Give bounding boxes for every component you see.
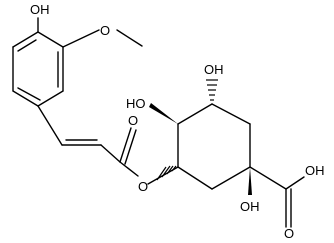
hash-c5-oh [206, 79, 218, 101]
wedge-c4-oh [149, 103, 178, 124]
wedge-c1-oh [248, 167, 252, 195]
atom-o-methoxy: O [100, 23, 110, 38]
atom-oh-c5: OH [204, 62, 224, 77]
atom-oh-c1: OH [240, 199, 260, 214]
hash-c3-o [156, 165, 177, 181]
bond-methyl [116, 29, 143, 47]
molecule-svg: OH O O O HO OH [12, 2, 325, 241]
atom-oh-phenol: OH [30, 2, 50, 17]
atom-o-ester-carbonyl: O [128, 113, 138, 128]
atom-ho-c4: HO [126, 96, 146, 111]
bond-ring-ome [62, 29, 100, 48]
atom-oh-acid: OH [305, 163, 325, 178]
atom-o-ester: O [138, 179, 148, 194]
cyclohexane-ring [177, 103, 251, 190]
atom-o-acid-carbonyl: O [284, 226, 294, 238]
aromatic-ring [12, 31, 64, 107]
carboxyl-group [249, 166, 305, 228]
vinyl-linker [37, 105, 121, 163]
ester-group [119, 127, 179, 185]
structure-diagram: OH O O O HO OH [12, 2, 325, 241]
